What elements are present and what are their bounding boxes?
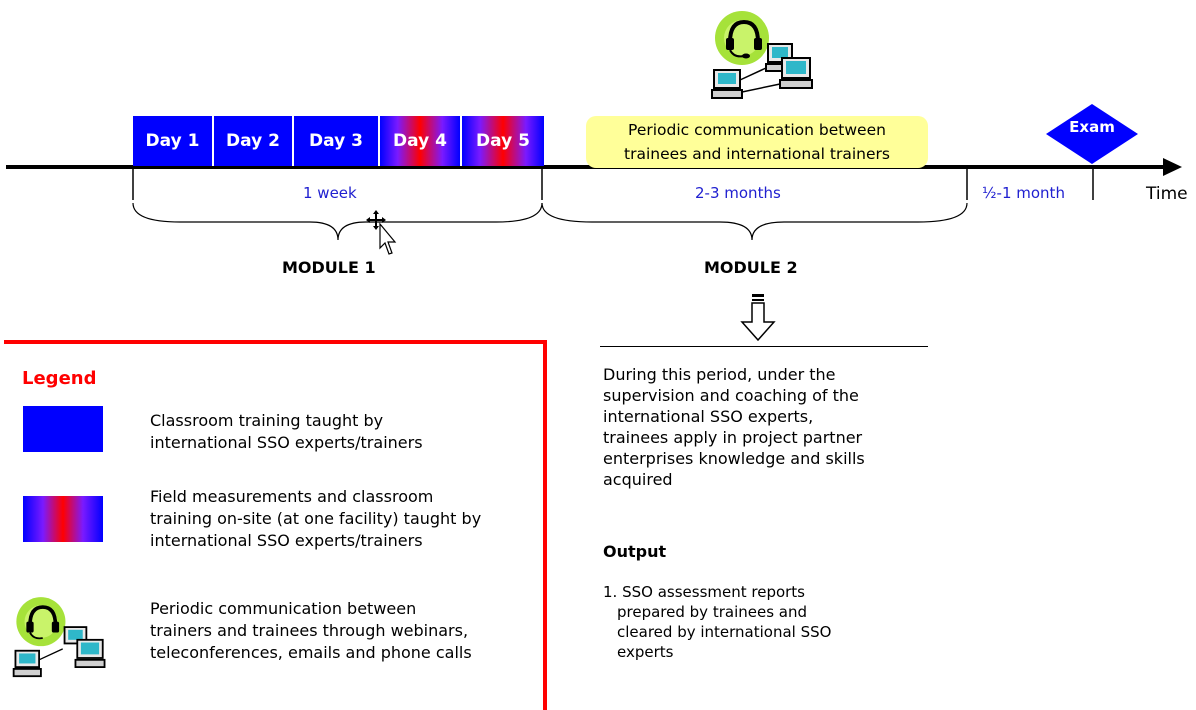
module-2-duration: 2-3 months: [695, 184, 781, 202]
day-4-box: Day 4: [380, 116, 462, 166]
day-5-label: Day 5: [476, 131, 530, 151]
day-2-box: Day 2: [214, 116, 294, 166]
final-period-duration: ½-1 month: [982, 184, 1065, 202]
communication-icon: [711, 11, 813, 99]
day-3-box: Day 3: [294, 116, 380, 166]
output-title: Output: [603, 542, 667, 561]
legend-communication-icon: [12, 597, 106, 678]
down-arrow-icon: [740, 294, 776, 342]
exam-label: Exam: [1069, 118, 1115, 136]
timeline-axis: [6, 158, 1182, 240]
legend-text-line: training on-site (at one facility) taugh…: [150, 509, 482, 528]
communication-line-1: Periodic communication between: [628, 121, 886, 139]
communication-highlight: Periodic communication between trainees …: [586, 116, 928, 168]
legend-frame: [4, 340, 547, 710]
day-1-label: Day 1: [145, 131, 200, 151]
output-item-line: 1. SSO assessment reports: [603, 583, 806, 601]
module-2-divider: [600, 346, 928, 347]
day-2-label: Day 2: [226, 131, 280, 151]
module-1-label: MODULE 1: [282, 258, 376, 277]
legend-text-line: teleconferences, emails and phone calls: [150, 643, 472, 662]
description-line: supervision and coaching of the: [603, 386, 859, 405]
description-line: acquired: [603, 470, 673, 489]
description-line: During this period, under the: [603, 365, 836, 384]
communication-line-2: trainees and international trainers: [624, 145, 890, 163]
exam-diamond-icon: [1046, 104, 1138, 164]
legend-text-line: international SSO experts/trainers: [150, 433, 423, 452]
output-item-line: experts: [617, 643, 674, 661]
legend-text-line: trainers and trainees through webinars,: [150, 621, 469, 640]
module-2-label: MODULE 2: [704, 258, 798, 277]
day-1-box: Day 1: [133, 116, 214, 166]
day-4-label: Day 4: [393, 131, 447, 151]
legend-text-line: international SSO experts/trainers: [150, 531, 423, 550]
description-line: trainees apply in project partner: [603, 428, 863, 447]
legend-text-line: Classroom training taught by: [150, 411, 384, 430]
description-line: enterprises knowledge and skills: [603, 449, 865, 468]
legend-classroom-swatch: [23, 406, 103, 452]
module-1-duration: 1 week: [303, 184, 357, 202]
description-line: international SSO experts,: [603, 407, 814, 426]
legend-text-line: Field measurements and classroom: [150, 487, 434, 506]
time-axis-label: Time: [1146, 184, 1188, 204]
legend-communication-text: Periodic communication between trainers …: [150, 598, 472, 664]
day-5-box: Day 5: [462, 116, 544, 166]
day-3-label: Day 3: [309, 131, 363, 151]
module-2-description: During this period, under the supervisio…: [603, 364, 865, 490]
output-item-line: cleared by international SSO: [617, 623, 832, 641]
legend-field-text: Field measurements and classroom trainin…: [150, 486, 481, 552]
legend-field-swatch: [23, 496, 103, 542]
legend-text-line: Periodic communication between: [150, 599, 417, 618]
legend-classroom-text: Classroom training taught by internation…: [150, 410, 423, 454]
legend-title: Legend: [22, 368, 97, 389]
output-list: 1. SSO assessment reports prepared by tr…: [603, 582, 831, 662]
exam-marker: Exam: [1044, 102, 1140, 166]
output-item-line: prepared by trainees and: [617, 603, 807, 621]
move-cursor-icon: [366, 210, 397, 255]
